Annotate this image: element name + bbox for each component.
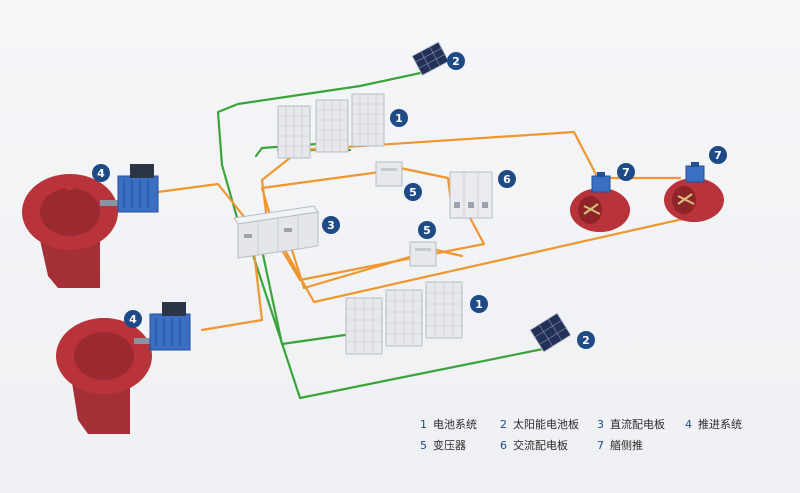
battery-system-top xyxy=(277,93,385,159)
transformer-bottom-cable xyxy=(290,248,422,290)
badge-thruster-2: 7 xyxy=(709,146,727,164)
solar-panel-top xyxy=(411,41,450,77)
propulsion-unit-top xyxy=(22,164,159,288)
badge-transformer-top: 5 xyxy=(404,183,422,201)
badge-dc-switchboard: 3 xyxy=(322,216,340,234)
propulsion-unit-bottom xyxy=(56,302,191,434)
propulsion-bottom-cable xyxy=(200,250,264,332)
dc-switchboard xyxy=(233,205,319,259)
bow-thruster-2 xyxy=(664,162,724,222)
transformer-bottom-to-ac xyxy=(434,248,464,258)
bow-thruster-1 xyxy=(570,172,630,232)
propulsion-top-cable xyxy=(156,182,247,220)
badge-propulsion-bottom: 4 xyxy=(124,310,142,328)
solar-panel-bottom xyxy=(529,312,572,353)
badge-thruster-1: 7 xyxy=(617,163,635,181)
badge-solar-top: 2 xyxy=(447,52,465,70)
transformer-bottom xyxy=(409,241,437,267)
transformer-top xyxy=(375,161,403,187)
solar-bottom-cable xyxy=(250,250,550,400)
badge-solar-bottom: 2 xyxy=(577,331,595,349)
badge-ac-switchboard: 6 xyxy=(498,170,516,188)
badge-propulsion-top: 4 xyxy=(92,164,110,182)
ac-switchboard xyxy=(449,171,493,219)
badge-transformer-bottom: 5 xyxy=(418,221,436,239)
thruster-bottom-cable xyxy=(284,176,716,304)
battery-system-bottom xyxy=(345,281,463,355)
solar-top-cable xyxy=(216,70,427,230)
badge-battery-top: 1 xyxy=(390,109,408,127)
badge-battery-bottom: 1 xyxy=(470,295,488,313)
